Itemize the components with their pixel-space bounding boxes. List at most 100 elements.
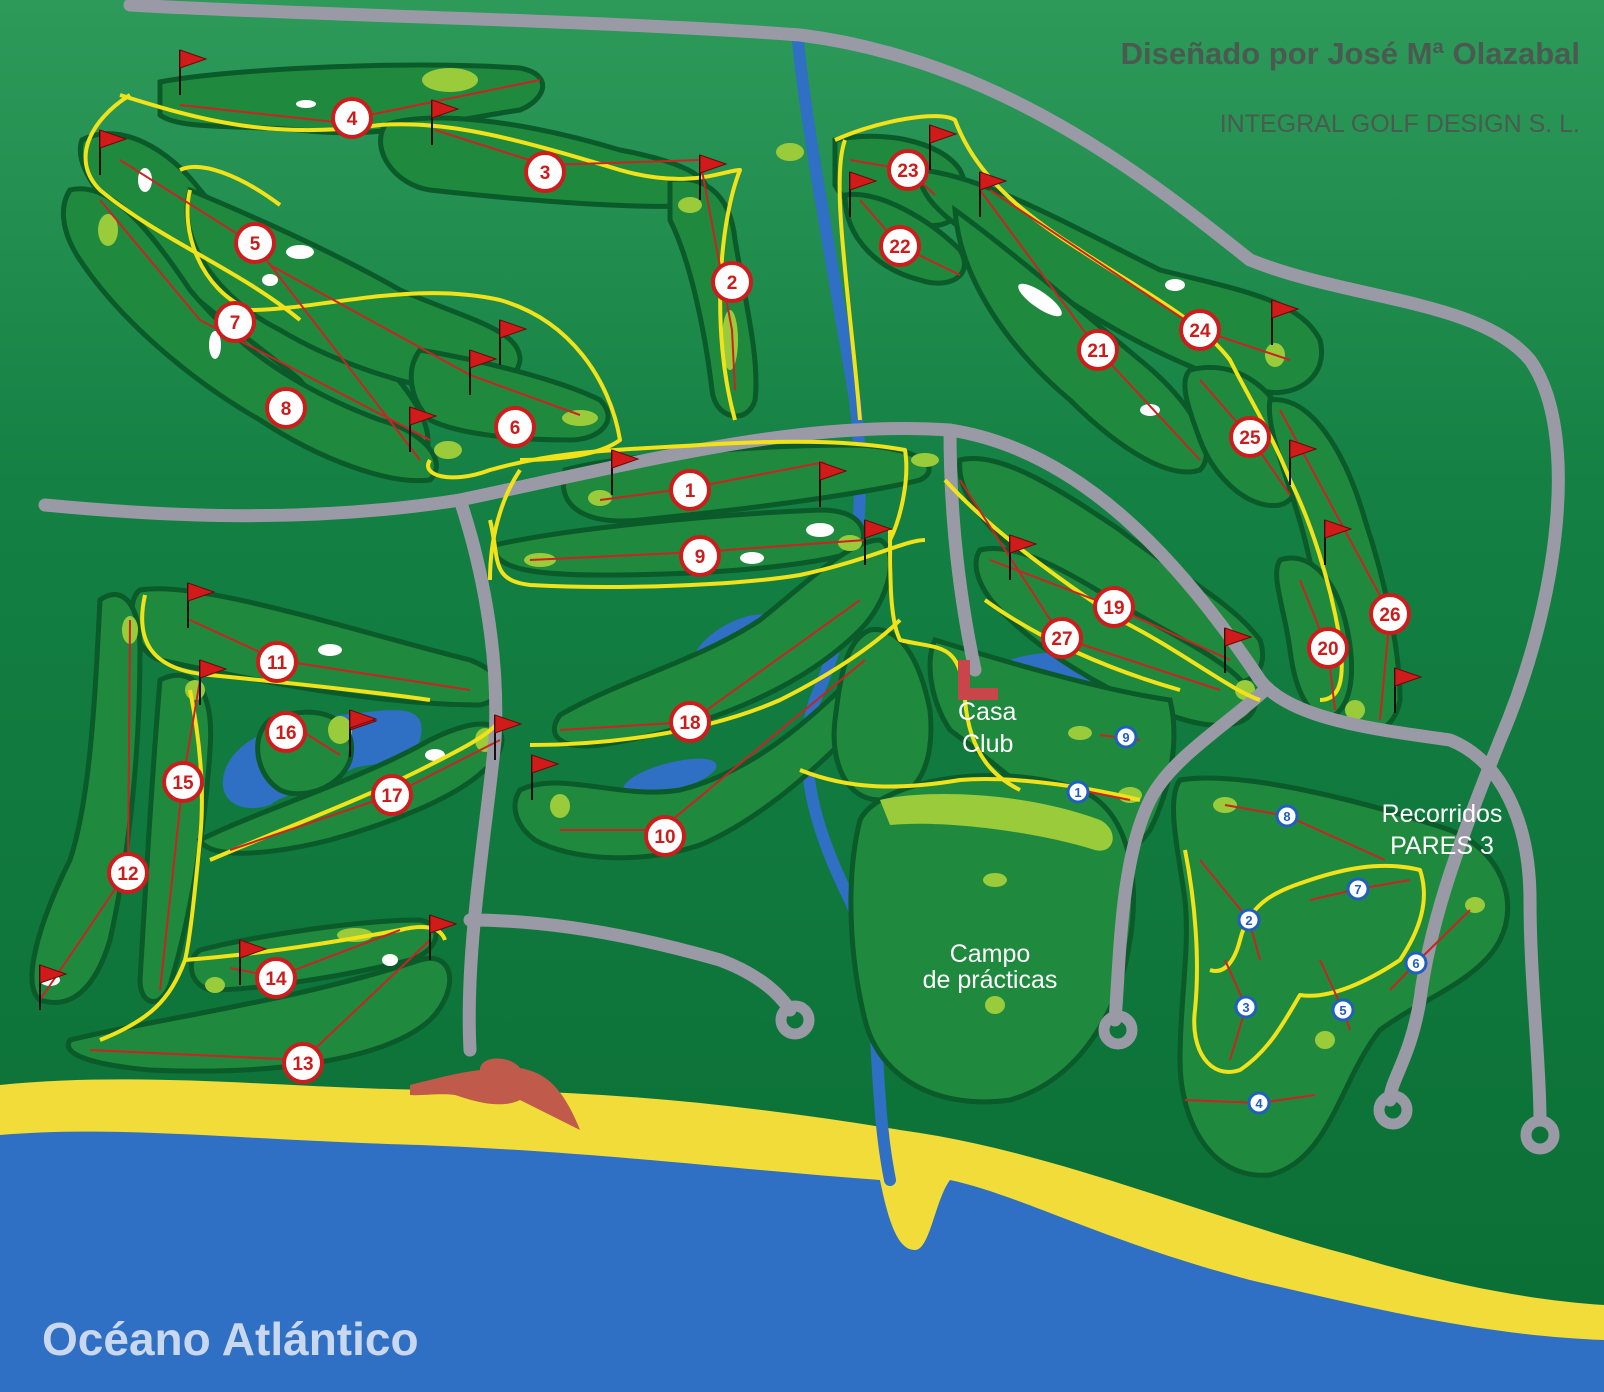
clubhouse-label-line1: Casa xyxy=(958,698,1016,726)
hole-number: 5 xyxy=(250,234,261,255)
road-end-loops xyxy=(775,1000,1560,1155)
flag-icon xyxy=(1394,667,1423,713)
flag-icon xyxy=(1289,439,1318,485)
flag-icon xyxy=(239,939,268,985)
hole-marker[interactable]: 12 xyxy=(107,852,149,894)
hole-number: 15 xyxy=(172,773,194,794)
sand-bunkers xyxy=(40,100,1185,986)
hole-number: 25 xyxy=(1239,428,1261,449)
hole-markers: 1234567891011121314151617181920212223242… xyxy=(107,97,1411,1084)
hole-marker[interactable]: 23 xyxy=(887,149,929,191)
hole-marker[interactable]: 27 xyxy=(1041,617,1083,659)
hole-number: 24 xyxy=(1189,321,1211,342)
hole-marker[interactable]: 17 xyxy=(371,774,413,816)
clubhouse-building xyxy=(958,660,998,700)
hole-number: 1 xyxy=(685,481,696,502)
hole-marker[interactable]: 21 xyxy=(1077,329,1119,371)
par3-hole-number: 8 xyxy=(1283,809,1290,824)
flag-icon xyxy=(1324,519,1353,565)
hole-number: 3 xyxy=(540,163,551,184)
par3-hole-marker[interactable]: 8 xyxy=(1275,804,1299,828)
hole-number: 17 xyxy=(381,786,402,807)
hole-number: 10 xyxy=(654,827,675,848)
par3-hole-marker[interactable]: 2 xyxy=(1237,908,1261,932)
hole-marker[interactable]: 6 xyxy=(494,406,536,448)
hole-marker[interactable]: 4 xyxy=(331,97,373,139)
par3-hole-marker[interactable]: 4 xyxy=(1247,1091,1271,1115)
hole-marker[interactable]: 20 xyxy=(1307,627,1349,669)
hole-number: 9 xyxy=(695,547,706,568)
hole-number: 11 xyxy=(267,653,288,674)
hole-marker[interactable]: 26 xyxy=(1369,593,1411,635)
hole-marker[interactable]: 5 xyxy=(234,222,276,264)
hole-marker[interactable]: 8 xyxy=(265,387,307,429)
hole-marker[interactable]: 18 xyxy=(669,701,711,743)
fairways xyxy=(29,62,1511,1178)
flag-icon xyxy=(99,129,128,175)
par3-hole-number: 6 xyxy=(1412,956,1419,971)
par3-markers: 1 2 3 4 5 6 7 8 9 xyxy=(1066,725,1428,1115)
hole-number: 19 xyxy=(1103,598,1124,619)
par3-hole-number: 3 xyxy=(1242,1000,1249,1015)
hole-number: 23 xyxy=(897,161,918,182)
flag-icon xyxy=(499,319,528,365)
hole-number: 6 xyxy=(510,418,521,439)
par3-hole-number: 4 xyxy=(1255,1096,1263,1111)
hole-marker[interactable]: 25 xyxy=(1229,416,1271,458)
par3-hole-marker[interactable]: 3 xyxy=(1234,995,1258,1019)
hole-number: 18 xyxy=(679,713,700,734)
hole-number: 4 xyxy=(347,109,358,130)
hole-number: 7 xyxy=(230,313,241,334)
hole-number: 21 xyxy=(1087,341,1109,362)
hole-marker[interactable]: 14 xyxy=(255,957,297,999)
flag-icon xyxy=(1009,534,1038,580)
ocean-label: Océano Atlántico xyxy=(42,1313,419,1365)
flag-icon xyxy=(611,449,640,495)
hole-marker[interactable]: 11 xyxy=(256,641,298,683)
hole-marker[interactable]: 13 xyxy=(282,1042,324,1084)
par3-hole-number: 5 xyxy=(1339,1003,1346,1018)
hole-marker[interactable]: 2 xyxy=(711,261,753,303)
hole-marker[interactable]: 22 xyxy=(879,225,921,267)
par3-hole-marker[interactable]: 6 xyxy=(1404,951,1428,975)
par3-hole-marker[interactable]: 1 xyxy=(1066,780,1090,804)
flag-icon xyxy=(199,659,228,705)
hole-number: 2 xyxy=(727,273,738,294)
hole-route-line xyxy=(99,199,431,441)
hole-marker[interactable]: 16 xyxy=(265,711,307,753)
hole-marker[interactable]: 15 xyxy=(162,761,204,803)
flag-icon xyxy=(429,914,458,960)
par3-hole-marker[interactable]: 5 xyxy=(1331,998,1355,1022)
flag-icon xyxy=(864,519,893,565)
flag-icon xyxy=(187,582,216,628)
par3-hole-number: 1 xyxy=(1074,785,1081,800)
par3-hole-marker[interactable]: 9 xyxy=(1114,725,1138,749)
flag-icon xyxy=(819,461,848,507)
hole-marker[interactable]: 3 xyxy=(524,151,566,193)
hole-number: 12 xyxy=(117,864,138,885)
hole-marker[interactable]: 9 xyxy=(679,535,721,577)
par3-course-label-line1: Recorridos xyxy=(1382,800,1503,828)
flag-icon xyxy=(1271,299,1300,345)
map-subtitle: INTEGRAL GOLF DESIGN S. L. xyxy=(1220,110,1580,138)
flag-icon xyxy=(1224,627,1253,673)
hole-marker[interactable]: 1 xyxy=(669,469,711,511)
hole-marker[interactable]: 7 xyxy=(214,301,256,343)
ocean xyxy=(0,1131,1604,1392)
hole-number: 20 xyxy=(1317,639,1338,660)
par3-hole-number: 7 xyxy=(1354,882,1361,897)
hole-marker[interactable]: 24 xyxy=(1179,309,1221,351)
hole-marker[interactable]: 19 xyxy=(1093,586,1135,628)
beach-building xyxy=(410,1058,580,1130)
flag-icon xyxy=(469,349,498,395)
hole-marker[interactable]: 10 xyxy=(644,815,686,857)
flag-icon xyxy=(431,99,460,145)
hole-number: 22 xyxy=(889,237,910,258)
par3-hole-marker[interactable]: 7 xyxy=(1346,877,1370,901)
par3-course-label-line2: PARES 3 xyxy=(1390,832,1494,860)
flag-icon xyxy=(349,709,378,755)
map-title: Diseñado por José Mª Olazabal xyxy=(1121,36,1580,71)
cart-paths xyxy=(83,93,1426,1074)
